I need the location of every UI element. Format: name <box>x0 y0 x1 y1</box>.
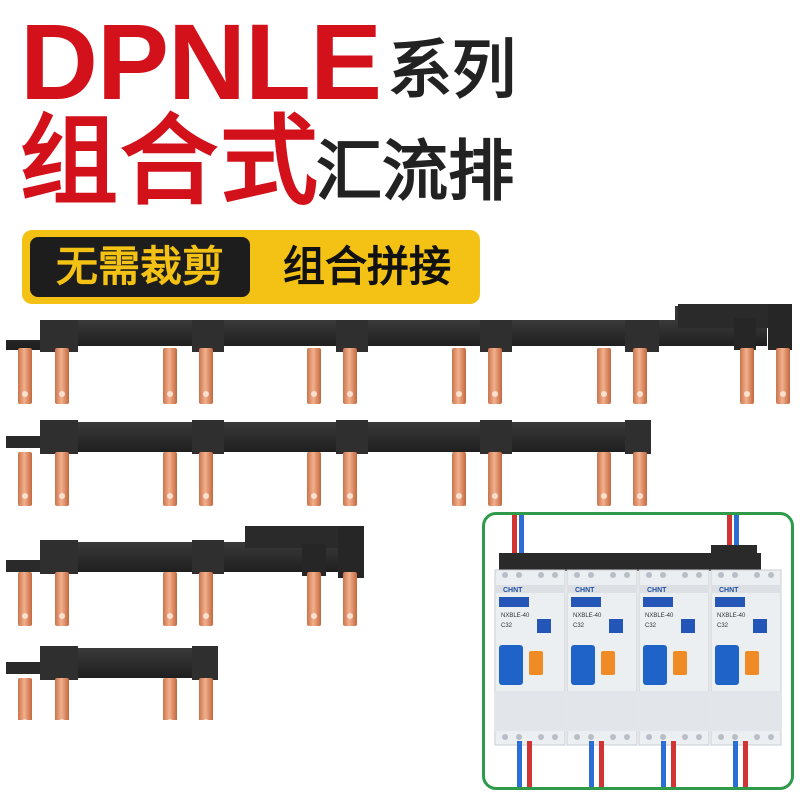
feature-tag-combined-splicing: 组合拼接 <box>282 242 451 291</box>
busbar-illustrations <box>6 304 792 720</box>
breaker-brand-label: CHNT <box>503 587 523 594</box>
busbar-6-pole <box>6 526 364 626</box>
breaker-installation-illustration: CHNT CHNT CHNT CHNT NXBLE-40 NXBLE-40 NX… <box>494 515 782 787</box>
breaker-model-label: NXBLE-40 <box>501 613 530 619</box>
breaker-brand-label: CHNT <box>575 587 595 594</box>
busbar-10-pole <box>6 420 651 506</box>
breaker-row <box>494 569 782 746</box>
breaker-brand-label: CHNT <box>647 587 667 594</box>
busbar-12-pole <box>6 304 792 404</box>
breaker-model-label: NXBLE-40 <box>645 613 674 619</box>
installation-photo: CHNT CHNT CHNT CHNT NXBLE-40 NXBLE-40 NX… <box>482 512 794 790</box>
breaker-rating-label: C32 <box>645 623 657 629</box>
feature-tag-no-cutting: 无需裁剪 <box>30 237 250 297</box>
title-brand: DPNLE <box>20 1 382 122</box>
title-main-suffix: 汇流排 <box>316 133 514 210</box>
breaker-model-label: NXBLE-40 <box>573 613 602 619</box>
busbar-4-pole <box>6 646 218 720</box>
breaker-model-label: NXBLE-40 <box>717 613 746 619</box>
breaker-brand-label: CHNT <box>719 587 739 594</box>
breaker-rating-label: C32 <box>501 623 513 629</box>
title-main: 组合式 <box>20 105 321 219</box>
title-brand-suffix: 系列 <box>388 34 516 108</box>
breaker-rating-label: C32 <box>717 623 729 629</box>
breaker-rating-label: C32 <box>573 623 585 629</box>
